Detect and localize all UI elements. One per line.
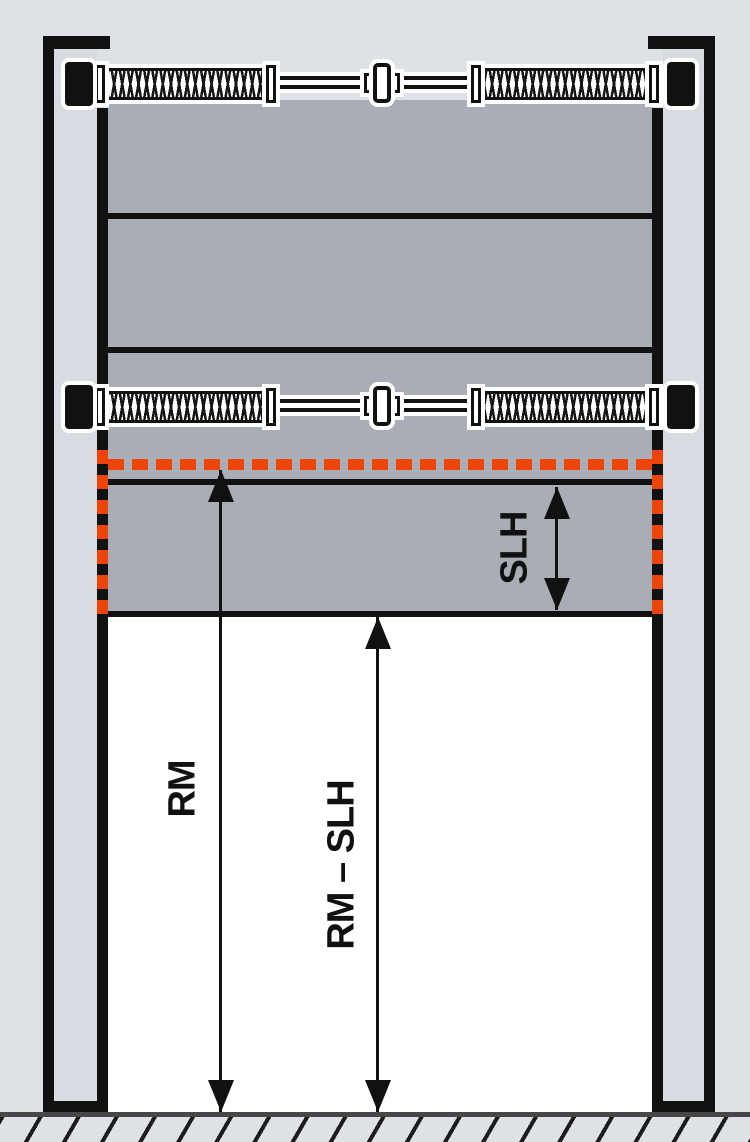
slh-marker-line-left — [97, 450, 108, 622]
left-frame-outer — [43, 36, 54, 1115]
spring-end-plate — [649, 388, 659, 426]
coupler-flange-left — [364, 396, 374, 416]
torsion-spring-left — [104, 391, 268, 423]
coupler-flange-right — [390, 73, 400, 93]
door-opening — [108, 617, 652, 1112]
door-panel — [108, 100, 652, 617]
rm-arrowhead-down — [208, 1080, 234, 1112]
spring-shaft-left — [277, 399, 367, 412]
cable-drum-left — [65, 62, 93, 106]
rm-arrowhead-up — [208, 470, 234, 502]
spring-end-plate — [95, 388, 105, 426]
spring-end-plate — [95, 65, 105, 103]
spring-end-plate — [266, 388, 276, 426]
rm-slh-dimension-line — [376, 617, 379, 1112]
coupler-flange-left — [364, 73, 374, 93]
spring-end-plate — [266, 65, 276, 103]
rm-label: RM — [161, 760, 204, 818]
right-frame-foot — [650, 1101, 714, 1115]
left-frame-foot — [43, 1101, 107, 1115]
coupler-disc — [373, 386, 391, 426]
slh-arrowhead-up — [544, 487, 570, 519]
rm-slh-label: RM – SLH — [320, 780, 363, 950]
panel-joint-line-1 — [108, 213, 652, 219]
panel-bottom-edge — [108, 611, 652, 617]
torsion-spring-assembly-bottom — [0, 381, 750, 435]
torsion-spring-assembly-top — [0, 58, 750, 112]
coupler-disc — [373, 63, 391, 103]
torsion-spring-left — [104, 68, 268, 100]
left-frame-top-cap — [43, 36, 110, 49]
spring-end-plate — [471, 65, 481, 103]
spring-end-plate — [649, 65, 659, 103]
cable-drum-left — [65, 385, 93, 429]
right-frame-fill — [663, 49, 704, 1101]
spring-shaft-right — [393, 399, 471, 412]
torsion-spring-right — [482, 68, 650, 100]
rm-slh-arrowhead-up — [365, 617, 391, 649]
rm-dimension-line — [219, 470, 222, 1112]
floor-line — [0, 1112, 750, 1117]
slh-dimension-line — [555, 487, 558, 610]
spring-shaft-left — [277, 76, 367, 89]
cable-drum-right — [667, 62, 695, 106]
floor-hatch — [0, 1117, 750, 1142]
torsion-spring-right — [482, 391, 650, 423]
coupler-flange-right — [390, 396, 400, 416]
left-frame-fill — [54, 49, 97, 1101]
slh-label: SLH — [493, 511, 536, 585]
right-frame-outer — [704, 36, 715, 1115]
slh-arrowhead-down — [544, 578, 570, 610]
slh-marker-line-horizontal — [108, 459, 652, 470]
cable-drum-right — [667, 385, 695, 429]
panel-joint-line-3 — [108, 479, 652, 485]
right-frame-top-cap — [648, 36, 715, 49]
spring-shaft-right — [393, 76, 471, 89]
rm-slh-arrowhead-down — [365, 1080, 391, 1112]
spring-end-plate — [471, 388, 481, 426]
slh-marker-line-right — [652, 450, 663, 622]
panel-joint-line-2 — [108, 347, 652, 353]
